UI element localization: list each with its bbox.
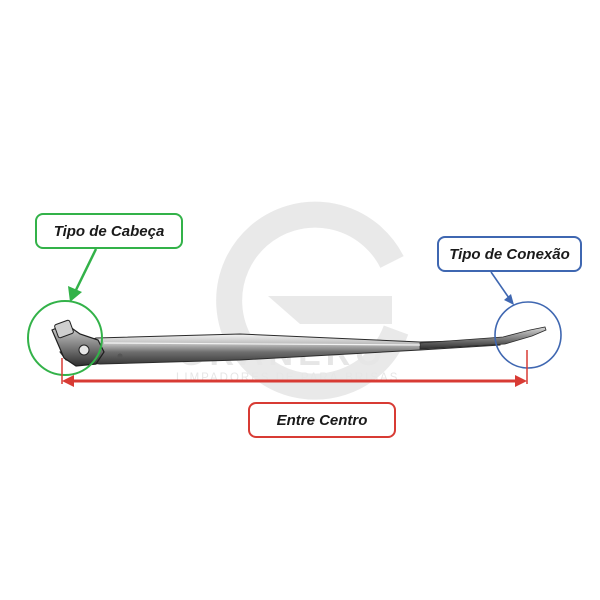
connection-type-circle bbox=[494, 301, 562, 369]
connection-type-label: Tipo de Conexão bbox=[437, 236, 582, 272]
wiper-arm-head-clip bbox=[54, 319, 74, 339]
head-type-arrow-shaft bbox=[73, 248, 98, 293]
center-distance-arrow-left bbox=[62, 375, 74, 387]
wiper-arm-rod bbox=[419, 326, 547, 350]
wiper-arm-rivet bbox=[117, 353, 123, 359]
wiper-arm-highlight bbox=[103, 342, 421, 346]
head-type-label: Tipo de Cabeça bbox=[35, 213, 183, 249]
center-distance-label: Entre Centro bbox=[248, 402, 396, 438]
head-type-circle bbox=[27, 300, 103, 376]
connection-type-arrow-shaft bbox=[490, 271, 510, 299]
watermark-g-bar bbox=[268, 296, 392, 324]
wiper-arm-pivot bbox=[78, 344, 90, 356]
head-type-arrow-head bbox=[68, 286, 82, 302]
center-distance-arrow-right bbox=[515, 375, 527, 387]
connection-type-arrow-head bbox=[504, 294, 514, 305]
wiper-arm-body bbox=[59, 333, 501, 365]
